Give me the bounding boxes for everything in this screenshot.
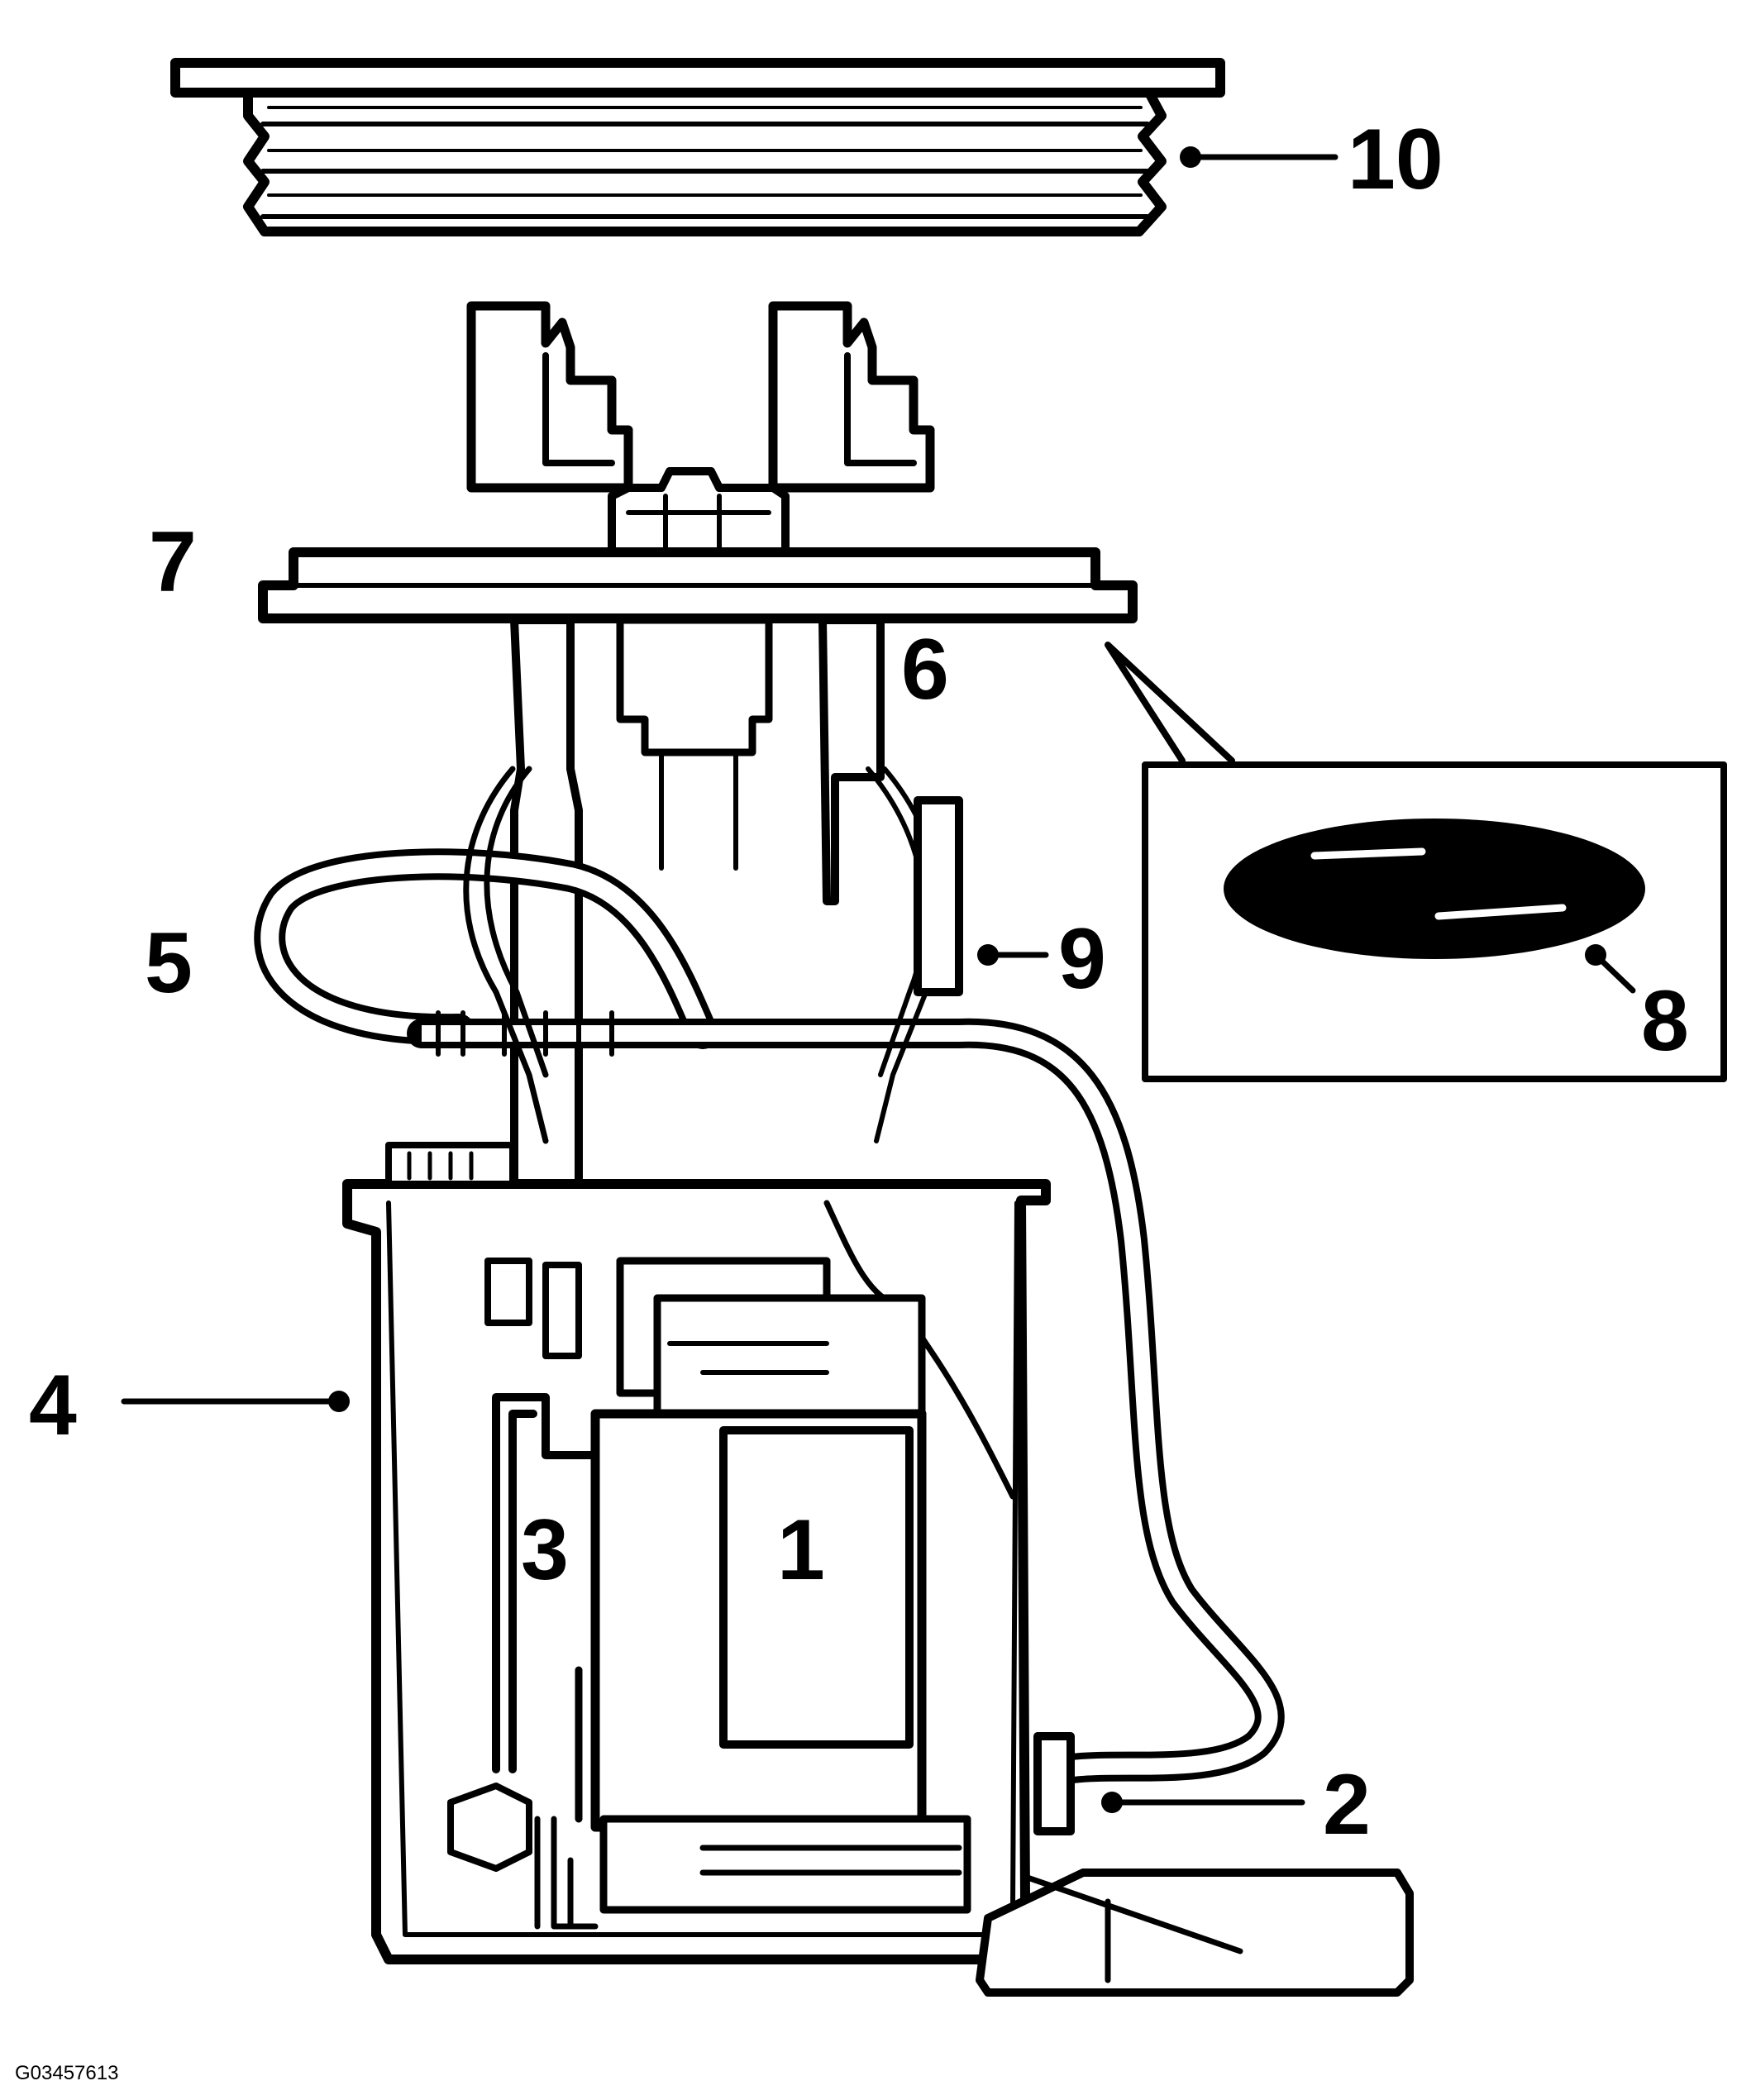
flange-connectors	[466, 301, 935, 558]
callout-leaders	[121, 146, 1636, 1813]
flange-plate	[258, 547, 1138, 623]
callout-7: 7	[149, 514, 197, 610]
level-sender	[976, 1732, 1414, 1997]
callout-10: 10	[1348, 112, 1443, 208]
callout-3: 3	[521, 1502, 569, 1598]
callout-9: 9	[1058, 911, 1106, 1007]
jet-pump-lines	[447, 1258, 599, 1930]
seal-ring	[1224, 819, 1645, 959]
figure-id: G03457613	[15, 2062, 118, 2084]
callout-4: 4	[29, 1358, 77, 1453]
callout-1: 1	[777, 1502, 825, 1598]
callout-2: 2	[1323, 1757, 1371, 1853]
seal-detail-callout	[1105, 642, 1727, 1082]
locking-ring	[170, 58, 1225, 236]
callout-8: 8	[1641, 973, 1689, 1069]
wiring-and-hose	[254, 766, 1285, 1784]
callout-6: 6	[901, 622, 949, 718]
callout-5: 5	[145, 915, 193, 1011]
fuel-pump	[590, 1257, 971, 1914]
fuel-lines	[510, 616, 885, 1244]
